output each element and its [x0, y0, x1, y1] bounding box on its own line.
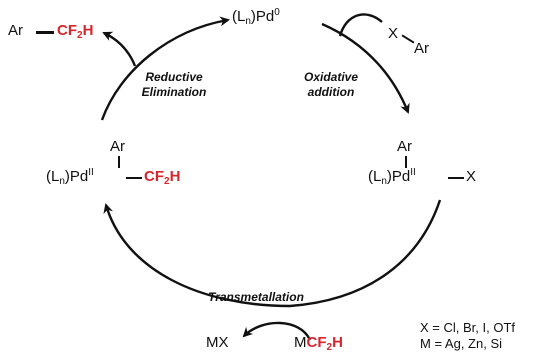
product-cf2h: CF2H [57, 22, 94, 41]
note-m-definition: M = Ag, Zn, Si [420, 336, 503, 351]
arrow-reductive-elimination [100, 16, 230, 121]
right-complex-ar: Ar [397, 138, 412, 155]
right-complex-ar-bond [405, 156, 407, 168]
reagent-x: X [388, 25, 399, 42]
left-complex-core: (Ln)PdII [46, 167, 94, 187]
arrow-reagent-entry [338, 13, 383, 37]
arrow-right-to-bottom [289, 199, 442, 308]
left-complex-ar-bond [118, 156, 120, 168]
arrow-metal-exchange [242, 321, 312, 341]
arrow-transmetallation [103, 203, 291, 308]
pd0-complex: (Ln)Pd0 [232, 7, 280, 27]
product-ar: Ar [8, 22, 23, 39]
right-complex-bond [448, 177, 464, 179]
reagent-ar: Ar [414, 40, 429, 57]
right-complex-core: (Ln)PdII [368, 167, 416, 187]
byproduct-mx: MX [206, 334, 229, 351]
left-complex-bond [126, 177, 142, 179]
arrow-oxidative-addition [321, 22, 410, 114]
reagent-mcf2h: MCF2H [294, 334, 343, 353]
right-complex-x: X [466, 168, 477, 185]
left-complex-cf2h: CF2H [144, 168, 181, 187]
left-complex-ar: Ar [110, 138, 125, 155]
arrow-product-release [102, 31, 137, 67]
note-x-definition: X = Cl, Br, I, OTf [420, 320, 515, 335]
product-bond [36, 31, 54, 34]
label-transmetallation: Transmetallation [208, 290, 304, 304]
